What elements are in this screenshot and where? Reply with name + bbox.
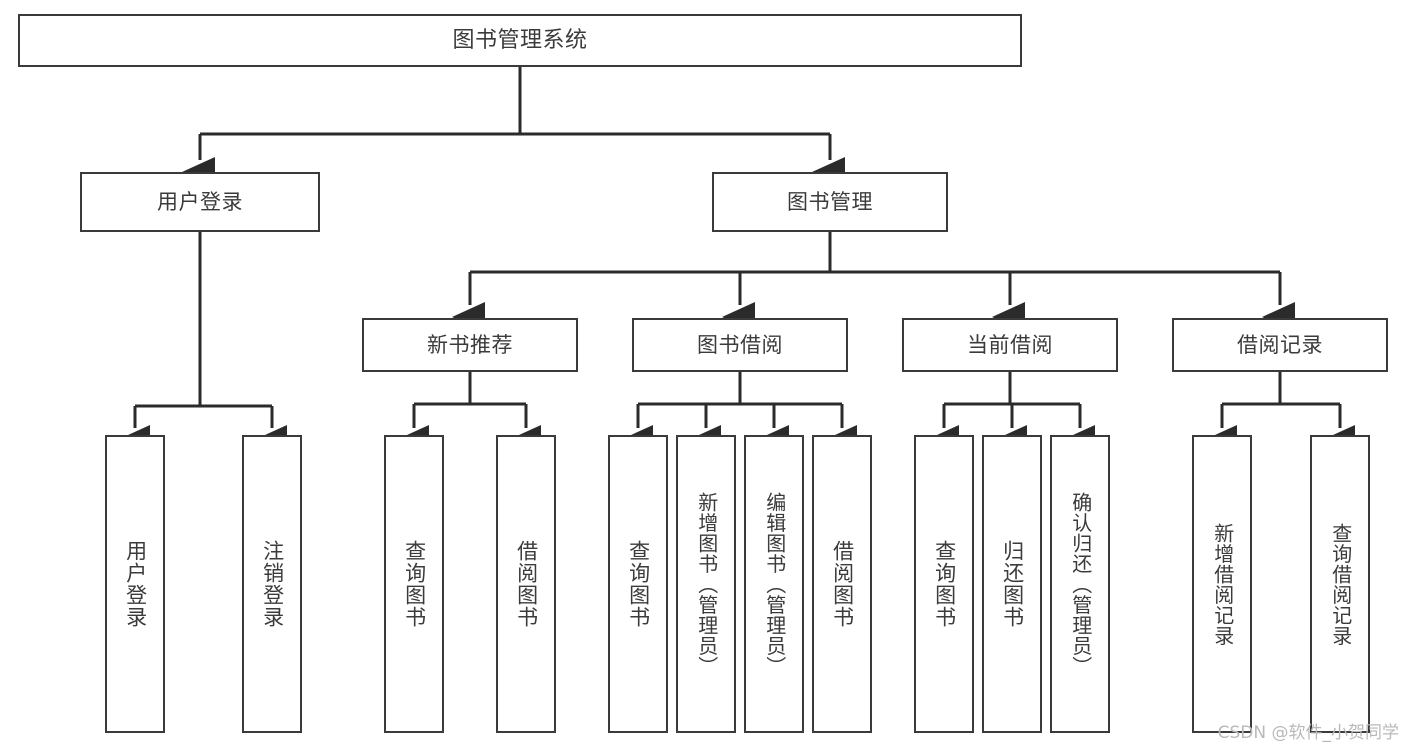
node-root-label: 图书管理系统	[452, 27, 588, 53]
node-user-login-label: 用户登录	[157, 189, 243, 214]
node-leaf-user-logout[interactable]: 注销登录	[242, 435, 302, 733]
node-leaf-user-login[interactable]: 用户登录	[105, 435, 165, 733]
node-leaf-add-record[interactable]: 新增借阅记录	[1192, 435, 1252, 733]
node-book-borrow[interactable]: 图书借阅	[632, 318, 848, 372]
node-borrow-record[interactable]: 借阅记录	[1172, 318, 1388, 372]
node-borrow-record-label: 借阅记录	[1237, 332, 1323, 357]
node-leaf-add-book-label: 新增图书（管理员）	[694, 491, 719, 677]
node-leaf-query-record-label: 查询借阅记录	[1328, 522, 1353, 646]
node-user-login[interactable]: 用户登录	[80, 172, 320, 232]
node-book-manage-label: 图书管理	[787, 189, 873, 214]
node-current-borrow-label: 当前借阅	[967, 332, 1053, 357]
node-leaf-edit-book-label: 编辑图书（管理员）	[762, 491, 787, 677]
node-book-manage[interactable]: 图书管理	[712, 172, 948, 232]
node-new-book-recommend-label: 新书推荐	[427, 332, 513, 357]
node-leaf-add-book[interactable]: 新增图书（管理员）	[676, 435, 736, 733]
node-leaf-add-record-label: 新增借阅记录	[1210, 522, 1235, 646]
node-leaf-return-book[interactable]: 归还图书	[982, 435, 1042, 733]
node-leaf-confirm-return-label: 确认归还（管理员）	[1068, 491, 1093, 677]
node-book-borrow-label: 图书借阅	[697, 332, 783, 357]
node-leaf-borrow-book-1-label: 借阅图书	[514, 540, 539, 628]
node-leaf-query-book-2[interactable]: 查询图书	[608, 435, 668, 733]
node-leaf-borrow-book-2[interactable]: 借阅图书	[812, 435, 872, 733]
node-leaf-borrow-book-2-label: 借阅图书	[830, 540, 855, 628]
node-leaf-query-book-1-label: 查询图书	[402, 540, 427, 628]
node-leaf-edit-book[interactable]: 编辑图书（管理员）	[744, 435, 804, 733]
node-root[interactable]: 图书管理系统	[18, 14, 1022, 67]
node-leaf-query-book-3[interactable]: 查询图书	[914, 435, 974, 733]
node-current-borrow[interactable]: 当前借阅	[902, 318, 1118, 372]
node-leaf-query-book-3-label: 查询图书	[932, 540, 957, 628]
node-leaf-user-login-label: 用户登录	[123, 540, 148, 628]
node-leaf-query-book-2-label: 查询图书	[626, 540, 651, 628]
node-leaf-query-book-1[interactable]: 查询图书	[384, 435, 444, 733]
node-leaf-return-book-label: 归还图书	[1000, 540, 1025, 628]
watermark: CSDN @软件_小贺同学	[1217, 723, 1399, 743]
node-leaf-user-logout-label: 注销登录	[260, 540, 285, 628]
node-leaf-confirm-return[interactable]: 确认归还（管理员）	[1050, 435, 1110, 733]
node-leaf-query-record[interactable]: 查询借阅记录	[1310, 435, 1370, 733]
node-leaf-borrow-book-1[interactable]: 借阅图书	[496, 435, 556, 733]
node-new-book-recommend[interactable]: 新书推荐	[362, 318, 578, 372]
